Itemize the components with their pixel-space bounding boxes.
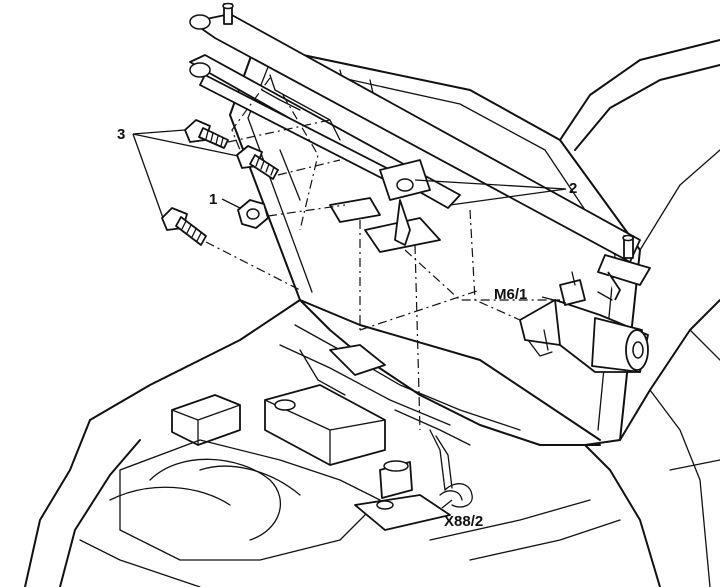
callout-connector: X88/2 bbox=[444, 513, 483, 530]
callout-linkage: 2 bbox=[569, 180, 577, 197]
assembly-lines bbox=[205, 77, 560, 431]
bolt-top bbox=[184, 119, 229, 149]
bolt-lower bbox=[161, 207, 207, 246]
cowl-panel bbox=[24, 299, 601, 587]
callout-motor: M6/1 bbox=[494, 286, 527, 303]
nut bbox=[237, 199, 269, 229]
wiper-motor bbox=[519, 271, 649, 373]
bolt-middle bbox=[236, 145, 279, 180]
callout-bolts: 3 bbox=[117, 126, 125, 143]
leader-lines bbox=[132, 129, 567, 509]
callout-nut: 1 bbox=[209, 191, 217, 208]
engine-bay bbox=[79, 384, 621, 587]
